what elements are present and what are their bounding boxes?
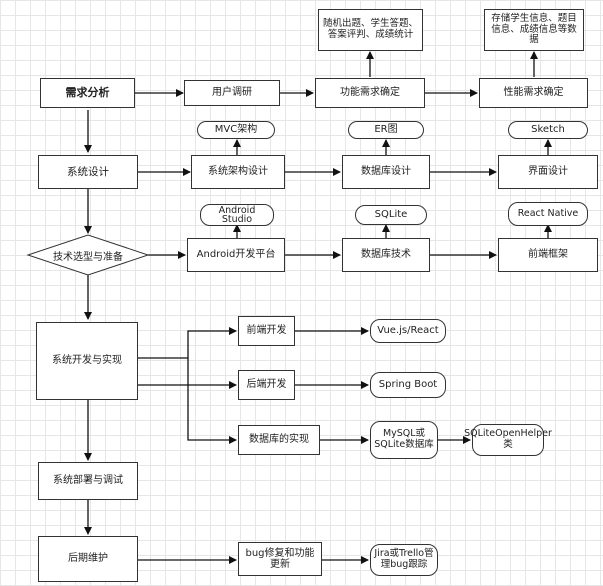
node-functional-requirements-note: 随机出题、学生答题、答案评判、成绩统计 bbox=[318, 9, 423, 51]
node-performance-requirements: 性能需求确定 bbox=[479, 78, 588, 108]
node-bug-fix: bug修复和功能更新 bbox=[238, 542, 322, 576]
node-react-native: React Native bbox=[508, 202, 588, 226]
node-sketch: Sketch bbox=[508, 121, 588, 139]
node-frontend-dev: 前端开发 bbox=[238, 316, 295, 346]
node-system-design: 系统设计 bbox=[38, 155, 138, 189]
node-frontend-framework: 前端框架 bbox=[498, 238, 598, 272]
node-deployment: 系统部署与调试 bbox=[38, 462, 138, 500]
node-database-tech: 数据库技术 bbox=[342, 238, 430, 272]
node-architecture-design: 系统架构设计 bbox=[191, 155, 285, 189]
node-spring-boot: Spring Boot bbox=[370, 372, 446, 398]
node-android-platform: Android开发平台 bbox=[187, 238, 285, 272]
node-performance-requirements-note: 存储学生信息、题目信息、成绩信息等数据 bbox=[484, 9, 584, 51]
node-android-studio: Android Studio bbox=[200, 204, 274, 226]
node-mysql-sqlite: MySQL或SQLite数据库 bbox=[370, 421, 438, 459]
node-requirement-analysis: 需求分析 bbox=[40, 78, 135, 108]
node-vue-react: Vue.js/React bbox=[370, 319, 446, 343]
node-dev-implementation: 系统开发与实现 bbox=[36, 322, 138, 400]
node-database-implementation: 数据库的实现 bbox=[238, 425, 320, 455]
node-user-research: 用户调研 bbox=[184, 80, 280, 106]
node-er-diagram: ER图 bbox=[348, 121, 424, 139]
node-ui-design: 界面设计 bbox=[498, 155, 598, 189]
node-jira-trello: Jira或Trello管理bug跟踪 bbox=[370, 544, 438, 576]
node-database-design: 数据库设计 bbox=[342, 155, 430, 189]
node-tech-selection: 技术选型与准备 bbox=[53, 251, 123, 263]
decision-diamond-shape bbox=[26, 234, 150, 276]
node-functional-requirements: 功能需求确定 bbox=[315, 78, 425, 108]
node-maintenance: 后期维护 bbox=[38, 536, 138, 582]
node-mvc: MVC架构 bbox=[197, 121, 275, 139]
node-sqlite-open-helper: SQLiteOpenHelper类 bbox=[464, 424, 552, 456]
node-sqlite: SQLite bbox=[355, 205, 427, 225]
node-backend-dev: 后端开发 bbox=[238, 370, 295, 400]
